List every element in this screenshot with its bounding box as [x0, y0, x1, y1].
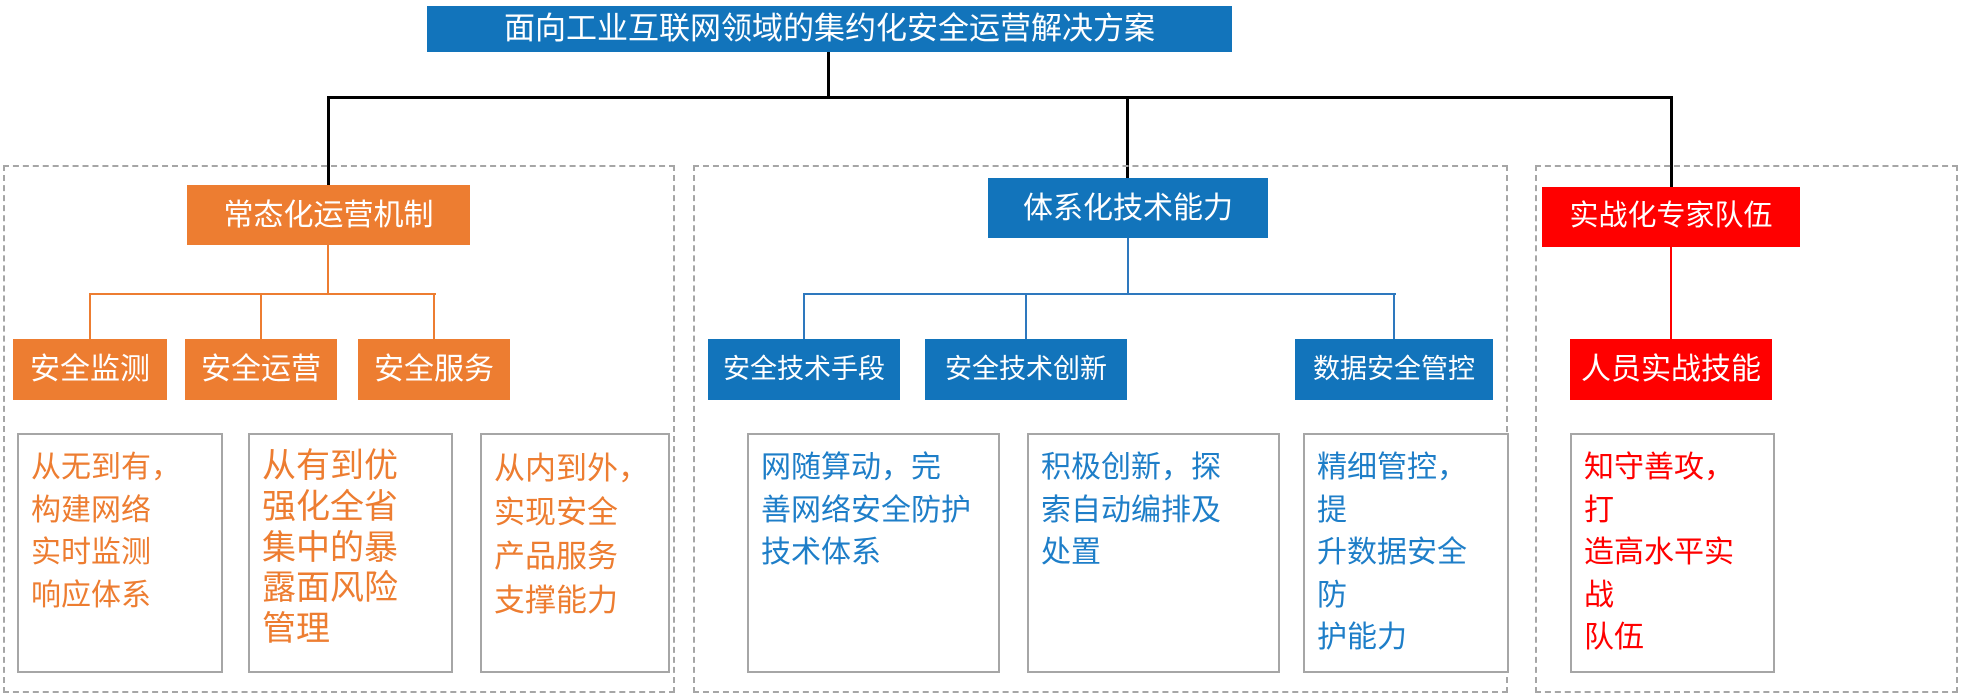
connector-blue-drop-3 — [1393, 293, 1395, 339]
header-systematic-tech-capability: 体系化技术能力 — [988, 178, 1268, 238]
connector-title-drop — [827, 52, 830, 97]
connector-blue-feed — [1127, 238, 1129, 293]
node-personnel-practical-skills: 人员实战技能 — [1570, 339, 1772, 400]
desc-data-security-control: 精细管控，提 升数据安全防 护能力 — [1303, 433, 1509, 673]
connector-orange-drop-2 — [260, 293, 262, 339]
desc-security-monitoring: 从无到有， 构建网络 实时监测 响应体系 — [17, 433, 223, 673]
node-security-monitoring: 安全监测 — [13, 339, 167, 400]
desc-personnel-practical-skills: 知守善攻，打 造高水平实战 队伍 — [1570, 433, 1775, 673]
group-container-operations-mechanism — [3, 165, 675, 693]
connector-drop-left-branch — [327, 96, 330, 185]
connector-orange-drop-3 — [433, 293, 435, 339]
connector-orange-rail — [89, 293, 436, 295]
desc-security-tech-innovation: 积极创新，探 索自动编排及 处置 — [1027, 433, 1280, 673]
connector-blue-rail — [803, 293, 1396, 295]
connector-top-rail — [327, 96, 1673, 99]
desc-security-services: 从内到外， 实现安全 产品服务 支撑能力 — [480, 433, 670, 673]
connector-blue-drop-2 — [1025, 293, 1027, 339]
header-practical-expert-team: 实战化专家队伍 — [1542, 187, 1800, 247]
desc-security-operations: 从有到优 强化全省 集中的暴 露面风险 管理 — [248, 433, 453, 673]
connector-drop-right-branch — [1670, 96, 1673, 187]
node-security-services: 安全服务 — [358, 339, 510, 400]
connector-drop-middle-branch — [1126, 96, 1129, 178]
node-security-operations: 安全运营 — [185, 339, 337, 400]
node-data-security-control: 数据安全管控 — [1295, 339, 1493, 400]
connector-orange-drop-1 — [89, 293, 91, 339]
node-security-tech-innovation: 安全技术创新 — [925, 339, 1127, 400]
header-normalized-operations: 常态化运营机制 — [187, 185, 470, 245]
group-container-technical-capability — [693, 165, 1508, 693]
desc-security-tech-means: 网随算动，完 善网络安全防护 技术体系 — [747, 433, 1000, 673]
connector-red-feed — [1670, 247, 1672, 339]
connector-orange-feed — [327, 245, 329, 293]
connector-blue-drop-1 — [803, 293, 805, 339]
node-security-tech-means: 安全技术手段 — [708, 339, 900, 400]
group-container-expert-team — [1535, 165, 1958, 693]
solution-title: 面向工业互联网领域的集约化安全运营解决方案 — [427, 6, 1232, 52]
